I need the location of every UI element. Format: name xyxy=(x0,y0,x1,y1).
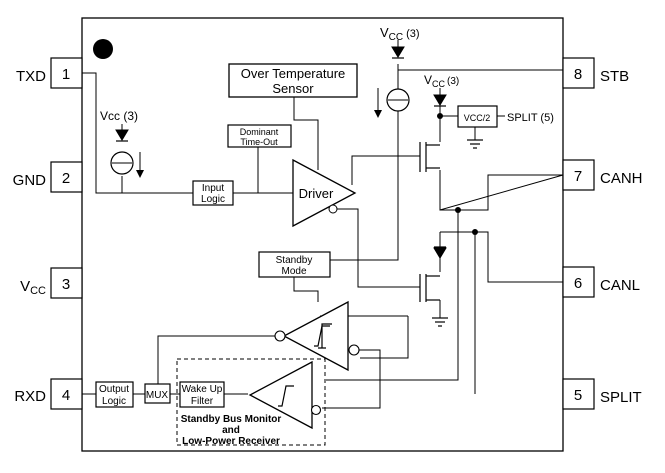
pin-gnd[interactable]: GND 2 xyxy=(13,161,83,193)
wakeup-line1: Wake Up xyxy=(182,384,223,395)
over-temp-line2: Sensor xyxy=(272,81,314,96)
high-side-transistor xyxy=(419,142,440,172)
pin-canh-number: 7 xyxy=(574,168,582,185)
pin-vcc-number: 3 xyxy=(62,276,70,293)
ground-symbol-split xyxy=(467,139,483,149)
dominant-timeout-block: Dominant Time-Out xyxy=(227,124,292,148)
vcc3-left-label: Vcc (3) xyxy=(100,109,138,123)
vcc3-top-label: VCC(3) xyxy=(380,25,420,43)
pin-gnd-number: 2 xyxy=(62,170,70,187)
pin-txd[interactable]: TXD 1 xyxy=(16,57,83,89)
pin-rxd-label: RXD xyxy=(14,388,46,405)
pin-split-label: SPLIT xyxy=(600,389,642,406)
output-logic-line1: Output xyxy=(99,384,129,395)
pin-stb-label: STB xyxy=(600,68,629,85)
pin-rxd-number: 4 xyxy=(62,387,70,404)
standby-bus-monitor-caption: Standby Bus Monitor and Low-Power Receiv… xyxy=(181,414,282,447)
input-logic-line1: Input xyxy=(202,183,224,194)
pin-gnd-label: GND xyxy=(13,172,47,189)
monitor-line3: Low-Power Receiver xyxy=(182,436,280,447)
over-temperature-sensor-block: Over Temperature Sensor xyxy=(228,63,358,98)
vcc3-mid-label: VCC(3) xyxy=(424,73,459,89)
split5-label: SPLIT (5) xyxy=(507,112,554,124)
driver-block: Driver xyxy=(292,158,357,228)
supply-symbols xyxy=(115,40,447,259)
monitor-line2: and xyxy=(222,425,240,436)
standby-line1: Standby xyxy=(276,255,313,266)
pin-canl-label: CANL xyxy=(600,277,640,294)
junction-dot xyxy=(472,229,478,235)
pin-stb-number: 8 xyxy=(574,66,582,83)
output-logic-line2: Logic xyxy=(102,396,126,407)
pin-txd-number: 1 xyxy=(62,66,70,83)
driver-label: Driver xyxy=(299,186,334,201)
chip-outline xyxy=(81,17,564,452)
standby-line2: Mode xyxy=(281,266,306,277)
standby-bus-monitor-region xyxy=(176,358,326,446)
wakeup-line2: Filter xyxy=(191,396,214,407)
pin-split[interactable]: 5 SPLIT xyxy=(562,378,642,410)
pin-canl[interactable]: 6 CANL xyxy=(562,266,640,298)
pin1-marker-dot xyxy=(93,39,113,59)
input-logic-block: Input Logic xyxy=(192,180,234,206)
vcc-half-label: VCC/2 xyxy=(464,113,491,123)
junction-dot xyxy=(437,113,443,119)
standby-mode-block: Standby Mode xyxy=(258,251,331,278)
junction-dot xyxy=(455,207,461,213)
normal-receiver-comparator xyxy=(274,300,360,372)
current-source-top xyxy=(374,88,410,118)
pin-stb[interactable]: 8 STB xyxy=(562,57,629,89)
dominant-line1: Dominant xyxy=(240,127,279,137)
low-power-receiver-comparator xyxy=(248,360,322,430)
low-side-transistor xyxy=(419,274,440,302)
current-source-left xyxy=(110,151,144,178)
monitor-line1: Standby Bus Monitor xyxy=(181,414,282,425)
pin-vcc-label: VCC xyxy=(20,278,46,297)
vcc-half-block: VCC/2 xyxy=(457,105,498,128)
dominant-line2: Time-Out xyxy=(240,137,278,147)
pin-vcc[interactable]: VCC 3 xyxy=(20,267,83,299)
pin-rxd[interactable]: RXD 4 xyxy=(14,378,83,410)
input-logic-line2: Logic xyxy=(201,194,225,205)
ground-symbol-canl xyxy=(432,317,448,327)
pin-canh[interactable]: 7 CANH xyxy=(562,159,643,191)
output-logic-block: Output Logic xyxy=(95,381,134,408)
wakeup-filter-block: Wake Up Filter xyxy=(179,381,225,408)
over-temp-line1: Over Temperature xyxy=(241,66,346,81)
mux-block: MUX xyxy=(144,383,171,404)
pin-split-number: 5 xyxy=(574,387,582,404)
pin-canh-label: CANH xyxy=(600,170,643,187)
pin-txd-label: TXD xyxy=(16,68,46,85)
pin-canl-number: 6 xyxy=(574,275,582,292)
wires xyxy=(82,64,564,409)
mux-label: MUX xyxy=(146,390,169,401)
